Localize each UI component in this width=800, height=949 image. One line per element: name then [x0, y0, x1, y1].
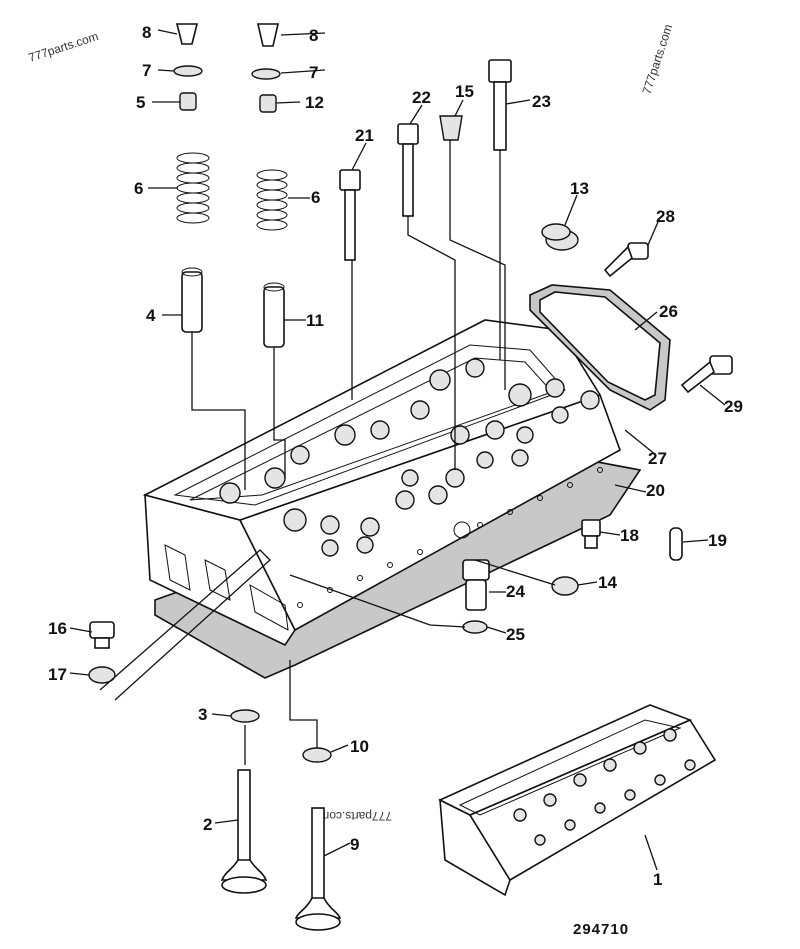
washer-10 [302, 747, 332, 763]
reference-number: 294710 [573, 921, 629, 938]
callout-27: 27 [648, 449, 667, 468]
cylinder-head [142, 319, 642, 679]
callout-5: 5 [136, 93, 145, 112]
callout-14: 14 [598, 573, 617, 592]
callout-13: 13 [570, 179, 589, 198]
seal-5 [179, 92, 197, 111]
washer-3 [230, 709, 260, 723]
seal-12 [259, 94, 277, 113]
guide-4 [181, 271, 203, 333]
callout-24: 24 [506, 582, 525, 601]
callout-16: 16 [48, 619, 67, 638]
callout-20: 20 [646, 481, 665, 500]
callout-23: 23 [532, 92, 551, 111]
bolt-29 [680, 355, 733, 394]
callout-18: 18 [620, 526, 639, 545]
bolt-23 [488, 59, 512, 151]
collet-8-right [256, 23, 280, 47]
retainer-7-right [251, 68, 281, 80]
leader-lines [69, 29, 726, 871]
cap-13 [541, 223, 579, 251]
valve-train-left [173, 23, 210, 333]
spring-6-right [256, 169, 288, 231]
plug-15 [439, 115, 463, 141]
callout-1: 1 [653, 870, 662, 889]
callout-15: 15 [455, 82, 474, 101]
fitting-18 [581, 519, 601, 549]
callout-9: 9 [350, 835, 359, 854]
valve-guide-top-left [181, 267, 203, 277]
callout-12: 12 [305, 93, 324, 112]
dowel-19 [669, 527, 683, 561]
callout-6-right: 6 [311, 188, 320, 207]
callout-7-left: 7 [142, 61, 151, 80]
bolt-28 [603, 242, 649, 278]
callout-21: 21 [355, 126, 374, 145]
watermark-top-right: 777parts.com [640, 22, 676, 95]
guide-11 [263, 286, 285, 348]
callout-11: 11 [306, 311, 324, 330]
bolt-21 [339, 169, 361, 261]
seal-14 [551, 576, 579, 596]
valve-train-right [251, 23, 288, 348]
callout-19: 19 [708, 531, 727, 550]
callout-10: 10 [350, 737, 369, 756]
spring-6-left [176, 152, 210, 224]
assembled-head-inset [438, 704, 717, 897]
callout-17: 17 [48, 665, 67, 684]
callout-28: 28 [656, 207, 675, 226]
callout-29: 29 [724, 397, 743, 416]
callout-7-right: 7 [309, 63, 318, 82]
washer-25 [462, 620, 488, 634]
callout-numbers: 8 8 7 7 5 12 6 6 4 11 21 22 15 23 13 28 … [48, 23, 743, 889]
callout-22: 22 [412, 88, 431, 107]
callout-2: 2 [203, 815, 212, 834]
callout-8-right: 8 [309, 26, 318, 45]
callout-8-left: 8 [142, 23, 151, 42]
collet-8-left [175, 23, 199, 45]
callout-25: 25 [506, 625, 525, 644]
valve-9 [294, 807, 342, 931]
injector-24 [462, 559, 490, 611]
callout-3: 3 [198, 705, 207, 724]
watermark-top-left: 777parts.com [27, 29, 100, 65]
retainer-7-left [173, 65, 203, 77]
valve-2 [220, 769, 268, 894]
callout-4: 4 [146, 306, 156, 325]
bolt-16 [89, 621, 115, 649]
bolt-22 [397, 123, 419, 217]
callout-6-left: 6 [134, 179, 143, 198]
watermark-bottom: 777parts.com [319, 809, 392, 823]
callout-26: 26 [659, 302, 678, 321]
